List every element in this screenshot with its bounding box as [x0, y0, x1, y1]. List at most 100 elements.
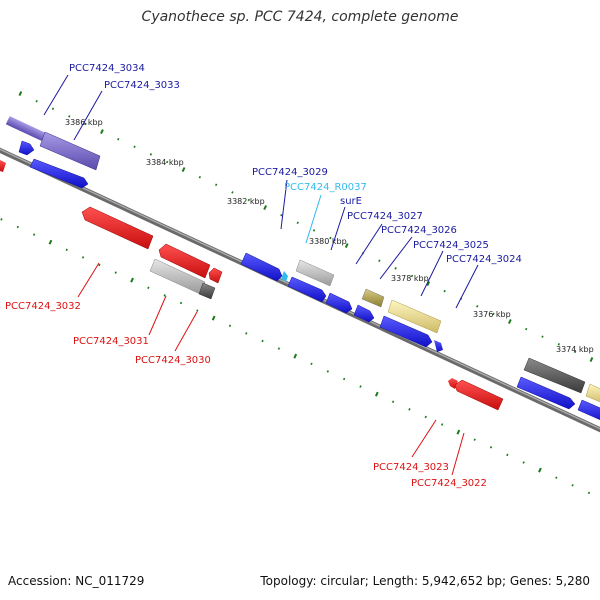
ruler-label: 3380 kbp — [309, 237, 347, 246]
ruler-label: 3374 kbp — [556, 345, 594, 354]
ruler-label: 3382 kbp — [227, 197, 265, 206]
accession-text: Accession: NC_011729 — [8, 574, 145, 588]
minor-tick — [410, 274, 414, 278]
gene-PCC7424_3033-box[interactable] — [39, 131, 101, 171]
minor-tick — [525, 327, 528, 331]
minor-tick — [133, 145, 136, 149]
minor-tick — [310, 362, 313, 366]
minor-tick — [84, 122, 87, 126]
minor-tick — [51, 107, 55, 111]
gene-label[interactable]: PCC7424_3023 — [373, 462, 449, 473]
minor-tick — [280, 213, 283, 217]
major-tick — [507, 319, 512, 325]
outer-tick-ring — [18, 91, 594, 363]
major-tick — [456, 429, 461, 435]
gene-PCC7424_3032[interactable] — [81, 206, 154, 250]
minor-tick — [476, 305, 479, 308]
inner-tick-ring — [0, 218, 591, 495]
gene-surE[interactable] — [287, 276, 327, 303]
minor-tick — [492, 312, 495, 316]
gene-olive-3026[interactable] — [361, 288, 385, 308]
gene-right-1[interactable] — [516, 376, 576, 410]
gene-label[interactable]: surE — [340, 196, 362, 207]
major-tick — [538, 467, 542, 473]
minor-tick — [555, 476, 558, 479]
major-tick — [293, 353, 298, 359]
major-tick — [18, 91, 23, 97]
minor-tick — [32, 233, 36, 236]
minor-tick — [587, 491, 591, 495]
gene-PCC7424_3027[interactable] — [325, 292, 353, 314]
minor-tick — [443, 289, 446, 293]
minor-tick — [312, 229, 316, 232]
major-tick — [100, 129, 104, 135]
gene-label[interactable]: PCC7424_3026 — [381, 225, 457, 236]
gene-label[interactable]: PCC7424_3030 — [135, 355, 211, 366]
minor-tick — [81, 256, 85, 259]
minor-tick — [571, 484, 574, 487]
major-tick — [344, 243, 349, 249]
minor-tick — [296, 221, 299, 225]
gene-PCC7424_3026[interactable] — [353, 304, 375, 323]
ruler-label: 3378 kbp — [391, 274, 429, 283]
gene-label[interactable]: PCC7424_3034 — [69, 63, 145, 74]
minor-tick — [214, 183, 218, 187]
gene-label[interactable]: PCC7424_3032 — [5, 301, 81, 312]
gene-grey-3029[interactable] — [295, 259, 335, 287]
gene-PCC7424_3030[interactable] — [208, 267, 223, 284]
minor-tick — [391, 400, 395, 404]
gene-PCC7424_3030-box[interactable] — [198, 282, 216, 300]
gene-PCC7424_3022[interactable] — [454, 379, 504, 411]
gene-PCC7424_3031-red[interactable] — [158, 243, 211, 279]
gene-label[interactable]: PCC7424_3022 — [411, 478, 487, 489]
forward-strand-genes — [18, 131, 600, 422]
minor-tick — [65, 248, 68, 252]
major-tick — [374, 391, 379, 397]
gene-label[interactable]: PCC7424_R0037 — [284, 182, 367, 193]
major-tick — [426, 281, 431, 287]
minor-tick — [440, 423, 444, 426]
minor-tick — [245, 332, 248, 335]
gene-PCC7424_3034[interactable] — [18, 140, 35, 156]
minor-tick — [163, 294, 166, 297]
reverse-strand-genes — [0, 160, 504, 411]
gene-label[interactable]: PCC7424_3027 — [347, 211, 423, 222]
gene-label[interactable]: PCC7424_3033 — [104, 80, 180, 91]
gene-yellow-3025[interactable] — [387, 299, 442, 334]
gene-label[interactable]: PCC7424_3024 — [446, 254, 522, 265]
minor-tick — [98, 263, 101, 267]
minor-tick — [198, 175, 202, 179]
gene-PCC7424_3024[interactable] — [434, 340, 443, 352]
minor-tick — [342, 377, 346, 381]
major-tick — [48, 239, 53, 245]
gene-left-edge[interactable] — [0, 160, 6, 172]
label-connectors — [43, 74, 479, 476]
major-tick — [263, 205, 268, 211]
minor-tick — [522, 461, 525, 464]
gene-label[interactable]: PCC7424_3029 — [252, 167, 328, 178]
major-tick — [211, 315, 216, 321]
minor-tick — [114, 271, 117, 274]
gene-PCC7424_3033-body[interactable] — [29, 158, 89, 189]
minor-tick — [0, 218, 3, 221]
minor-tick — [573, 350, 577, 354]
gene-yellow-right[interactable] — [585, 383, 600, 404]
gene-PCC7424_3029[interactable] — [240, 252, 283, 282]
gene-PCC7424_3025[interactable] — [379, 315, 433, 348]
minor-tick — [117, 137, 120, 141]
gene-label[interactable]: PCC7424_3031 — [73, 336, 149, 347]
minor-tick — [35, 99, 38, 103]
gene-PCC7424_R0037[interactable] — [281, 271, 288, 282]
minor-tick — [557, 343, 561, 346]
map-title: Cyanothece sp. PCC 7424, complete genome — [141, 9, 459, 25]
minor-tick — [329, 236, 332, 240]
major-tick — [130, 277, 134, 283]
minor-tick — [541, 335, 544, 338]
ruler-label: 3376 kbp — [473, 310, 511, 319]
minor-tick — [247, 198, 250, 202]
minor-tick — [231, 191, 234, 194]
gene-label[interactable]: PCC7424_3025 — [413, 240, 489, 251]
gene-dark-right[interactable] — [523, 357, 586, 394]
gene-right-2[interactable] — [577, 399, 600, 422]
